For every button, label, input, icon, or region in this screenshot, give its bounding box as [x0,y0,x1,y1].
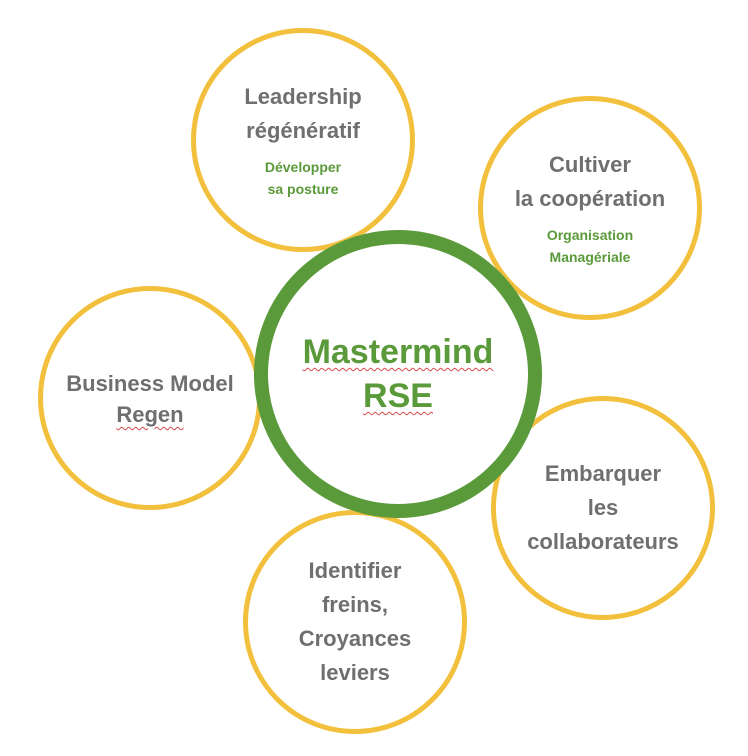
node-embarquer-title-line2: les [587,495,619,520]
node-identifier-title-line1: Identifier [308,558,402,583]
node-cooperation-subtitle-line1: Organisation [546,227,634,243]
node-leadership-title-line1: Leadership [244,84,362,109]
node-leadership-subtitle-line2: sa posture [267,181,339,197]
node-leadership: Leadership régénératif Développer sa pos… [191,28,415,252]
node-identifier: Identifier freins, Croyances leviers [243,510,467,734]
node-leadership-subtitle-line1: Développer [264,159,342,175]
node-identifier-title-line4: leviers [320,660,390,685]
node-embarquer-title-line3: collaborateurs [527,529,679,554]
center-node-mastermind: Mastermind RSE [254,230,542,518]
node-cooperation: Cultiver la coopération Organisation Man… [478,96,702,320]
node-embarquer-title-line1: Embarquer [544,461,662,486]
node-leadership-title-line2: régénératif [246,118,360,143]
center-title-line1: Mastermind [302,333,494,371]
node-identifier-title-line2: freins, [321,592,389,617]
node-cooperation-subtitle-line2: Managériale [549,249,631,265]
center-title-line2: RSE [363,377,433,415]
node-identifier-title-line3: Croyances [298,626,412,651]
node-cooperation-title-line1: Cultiver [549,152,631,177]
node-cooperation-title-line2: la coopération [514,186,666,211]
node-business-model-title-line1: Business Model [66,371,234,396]
node-business-model: Business Model Regen [38,286,262,510]
node-business-model-title-line2: Regen [116,402,184,427]
